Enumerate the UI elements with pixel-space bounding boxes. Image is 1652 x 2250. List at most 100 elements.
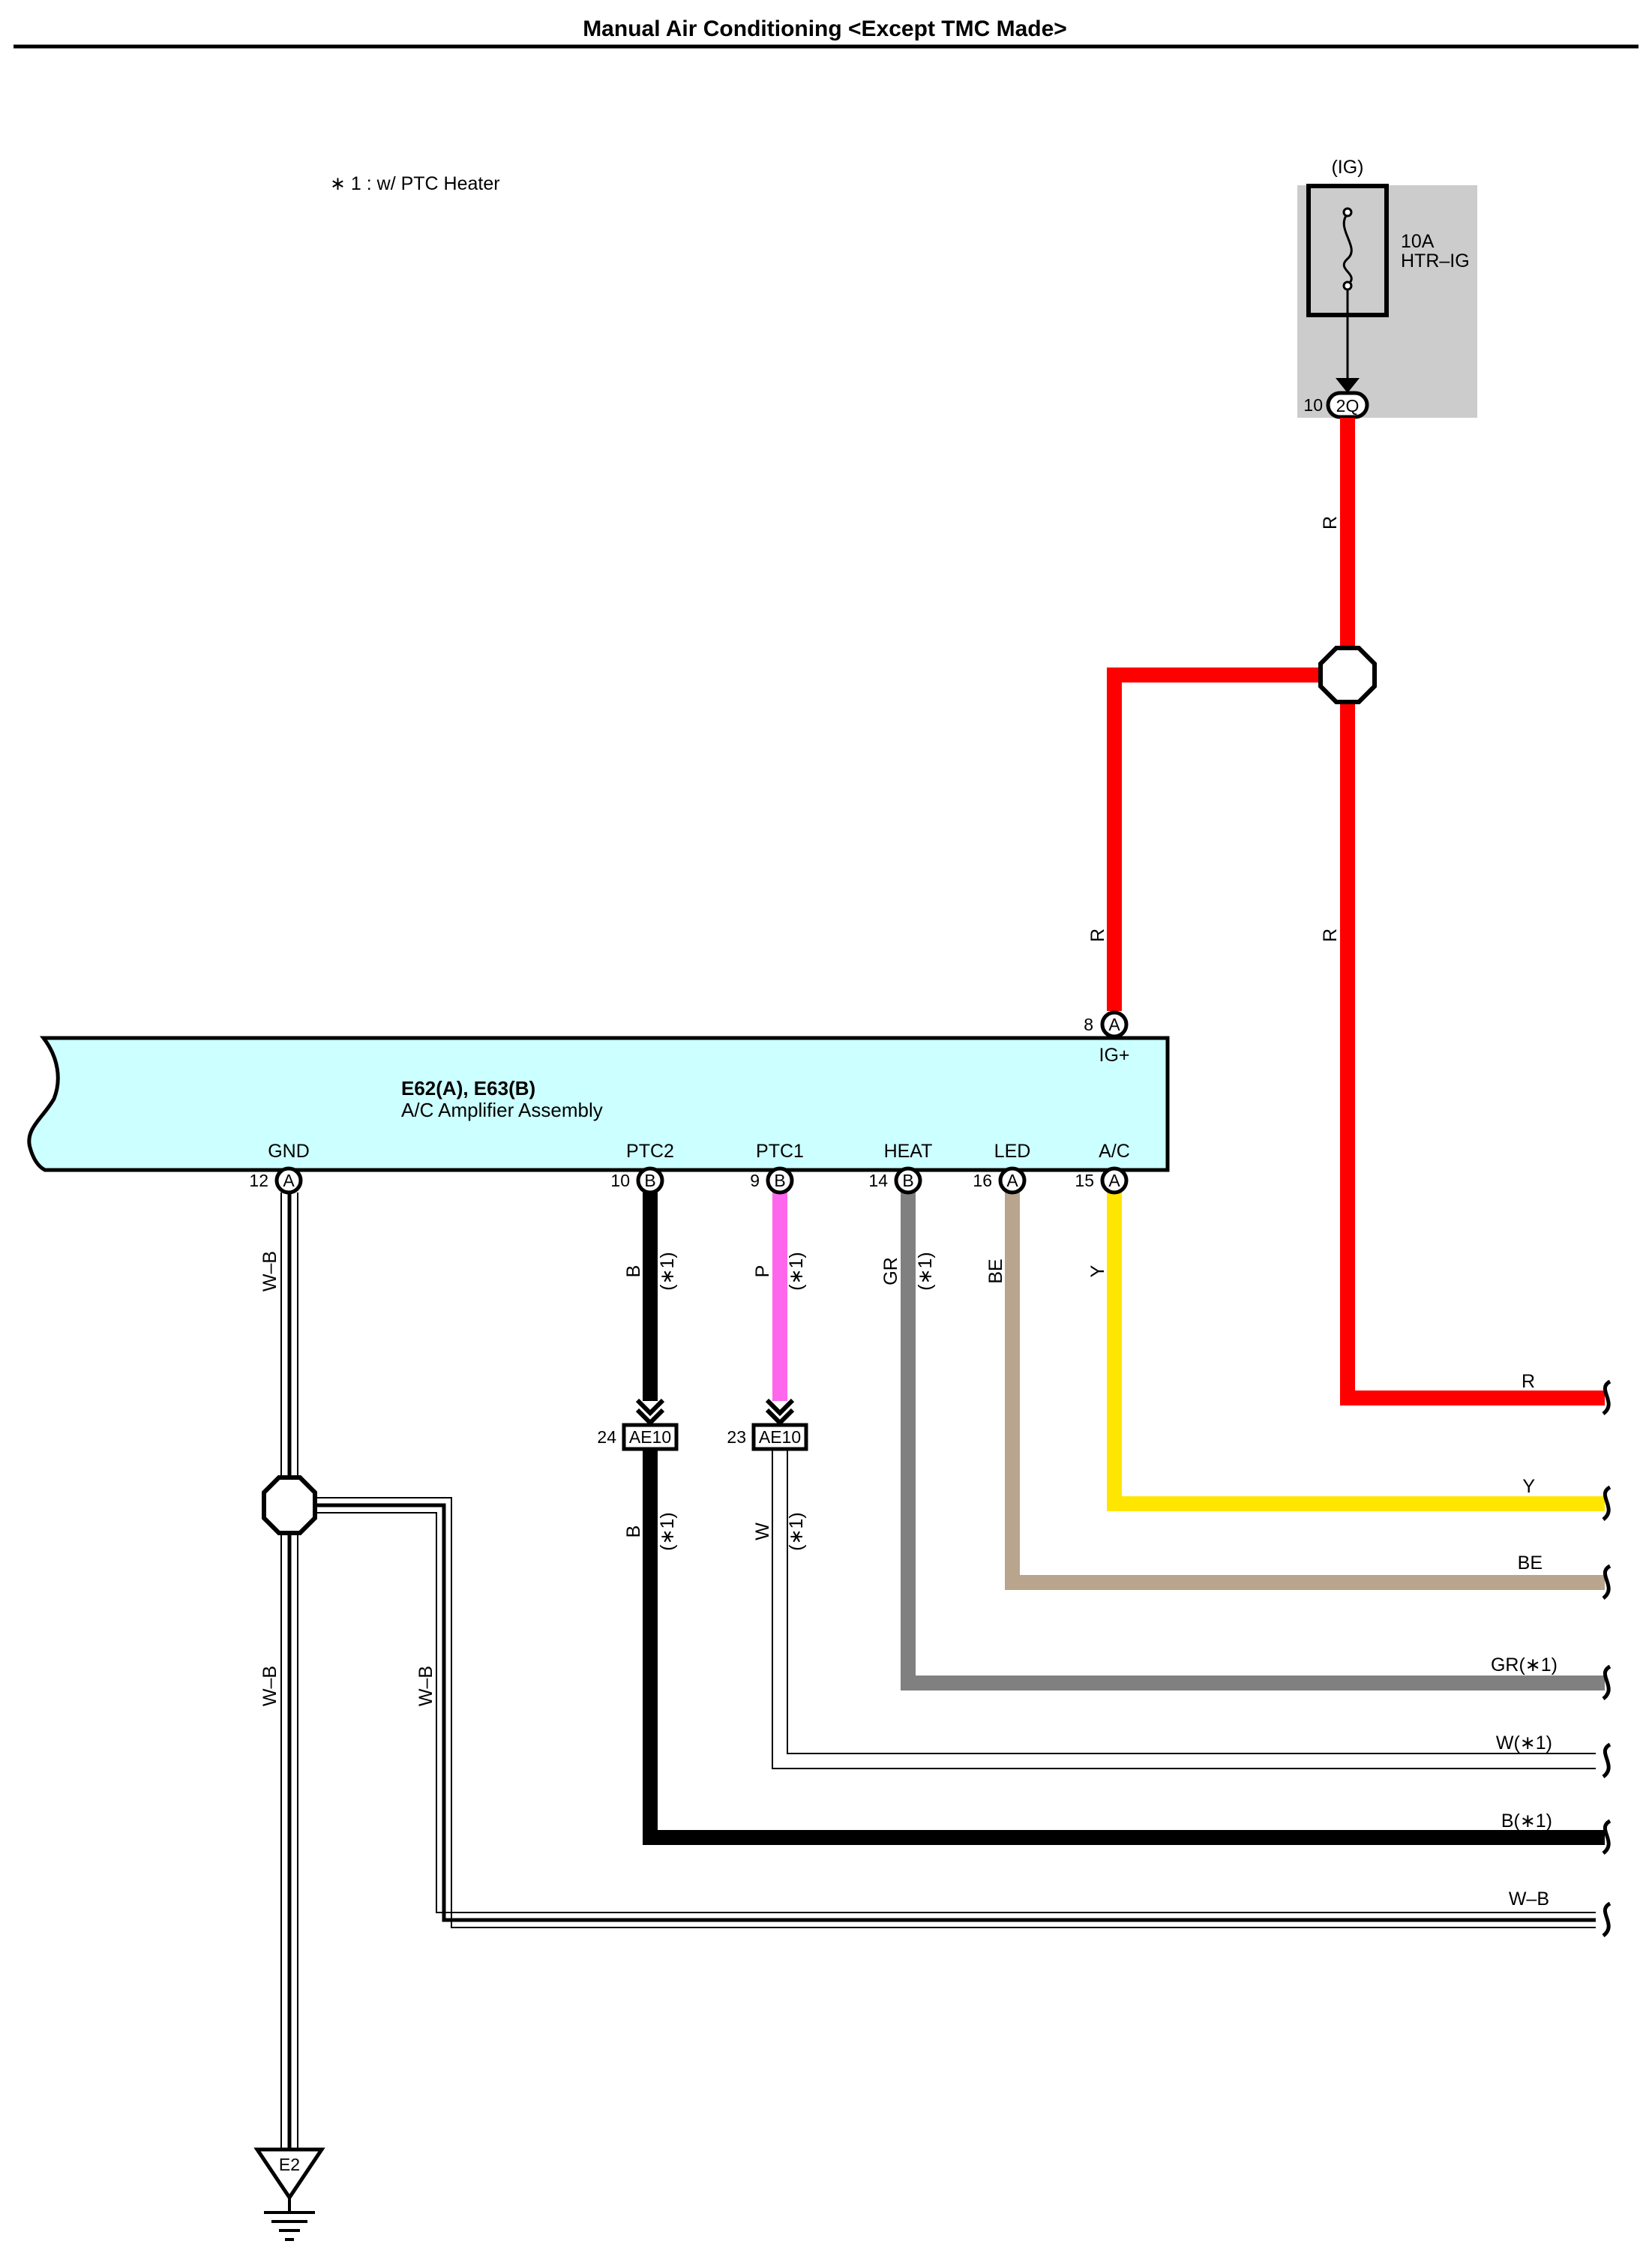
- wire-label-ptc1-lower-option: (∗1): [786, 1512, 807, 1551]
- junction-ae10-23-pin: 23: [727, 1427, 746, 1447]
- break-icon-be: [1602, 1564, 1612, 1600]
- pin-led-number: 16: [973, 1171, 992, 1190]
- amplifier-bottom-pins: 12 A 10 B 9 B 14 B 16 A 15 A: [249, 1166, 1129, 1195]
- junction-connector-ae10-23: AE10 23: [727, 1398, 808, 1451]
- wire-label-ptc1-lower: W: [752, 1522, 773, 1540]
- fuse-block: (IG) 10A HTR–IG 10 2Q: [1297, 157, 1477, 419]
- fuse-out-connector-label: 2Q: [1336, 396, 1360, 416]
- output-label-w: W(∗1): [1496, 1732, 1552, 1754]
- amplifier-connectors: E62(A), E63(B): [401, 1077, 535, 1100]
- amplifier-body: [27, 1036, 1170, 1172]
- continuation-marks: [1602, 1379, 1612, 1937]
- splice-node-red: [1318, 646, 1377, 704]
- wire-label-ptc2-upper-option: (∗1): [657, 1252, 678, 1291]
- pin-heat-number: 14: [868, 1171, 888, 1190]
- pin-ac-connector: A: [1108, 1171, 1120, 1190]
- wire-gnd: W–B W–B W–B: [259, 1192, 1596, 2166]
- pin-label-led: LED: [994, 1141, 1031, 1162]
- pin-label-ac: A/C: [1099, 1141, 1130, 1162]
- ac-amplifier-assembly: E62(A), E63(B) A/C Amplifier Assembly IG…: [27, 1010, 1170, 1172]
- ground-triangle: [253, 2147, 325, 2201]
- pin-label-heat: HEAT: [884, 1141, 933, 1162]
- junction-ae10-24-pin: 24: [597, 1427, 616, 1447]
- output-label-wb: W–B: [1509, 1888, 1549, 1910]
- wire-heat: GR (∗1): [880, 1192, 1605, 1690]
- splice-node-gnd: [262, 1475, 317, 1535]
- wire-label-ig-branch: R: [1087, 928, 1108, 942]
- junction-ae10-23-name: AE10: [759, 1427, 801, 1447]
- pin-led-connector: A: [1006, 1171, 1018, 1190]
- pin-ptc1-number: 9: [750, 1171, 760, 1190]
- wire-label-heat: GR: [880, 1257, 901, 1286]
- wire-label-main-down: R: [1320, 928, 1341, 942]
- fuse-rating: 10A: [1401, 231, 1435, 252]
- pin-heat-connector: B: [902, 1171, 913, 1190]
- pin-heat: 14 B: [868, 1166, 922, 1195]
- wire-label-ptc2-lower-option: (∗1): [657, 1512, 678, 1551]
- fuse-out-pin-number: 10: [1303, 395, 1323, 415]
- junction-ae10-24-name: AE10: [629, 1427, 671, 1447]
- pin-ptc2-connector: B: [644, 1171, 655, 1190]
- wire-ac: Y: [1087, 1192, 1605, 1511]
- wire-label-gnd: W–B: [259, 1251, 280, 1292]
- wire-label-gnd-branch: W–B: [415, 1666, 436, 1706]
- pin-ptc2: 10 B: [610, 1166, 664, 1195]
- output-label-y: Y: [1522, 1476, 1535, 1497]
- wire-label-ptc2-lower: B: [623, 1526, 644, 1538]
- wire-label-heat-option: (∗1): [915, 1252, 936, 1291]
- wire-led: BE: [985, 1192, 1605, 1590]
- break-icon-wb: [1602, 1901, 1612, 1937]
- fuse-terminal-top: [1342, 207, 1353, 218]
- arrow-down-icon: [1336, 378, 1360, 393]
- break-icon-gr: [1602, 1664, 1612, 1700]
- pin-label-gnd: GND: [268, 1141, 310, 1162]
- pin-ptc1: 9 B: [750, 1166, 794, 1195]
- fuse-icon: [1342, 213, 1353, 286]
- wire-label-ptc2-upper: B: [623, 1265, 644, 1278]
- pin-number-ig: 8: [1084, 1015, 1093, 1034]
- fuse-supply-label: (IG): [1331, 157, 1363, 178]
- wire-ptc2: B (∗1) B (∗1): [623, 1192, 1605, 1845]
- break-icon-r: [1602, 1379, 1612, 1415]
- option-note: ∗ 1 : w/ PTC Heater: [330, 173, 500, 194]
- pin-label-ptc1: PTC1: [756, 1141, 804, 1162]
- wire-label-fuse-out: R: [1320, 516, 1341, 530]
- wire-label-ac: Y: [1087, 1264, 1108, 1277]
- pin-ptc1-connector: B: [774, 1171, 785, 1190]
- break-icon-w: [1602, 1742, 1612, 1778]
- wire-label-ptc1-upper-option: (∗1): [786, 1252, 807, 1291]
- pin-ig-connector-letter: A: [1108, 1015, 1120, 1034]
- diagram-title: Manual Air Conditioning <Except TMC Made…: [583, 16, 1067, 41]
- output-label-be: BE: [1518, 1552, 1543, 1574]
- output-label-r: R: [1522, 1371, 1535, 1392]
- pin-led: 16 A: [973, 1166, 1027, 1195]
- output-label-gr: GR(∗1): [1491, 1654, 1558, 1676]
- fuse-name: HTR–IG: [1401, 250, 1470, 272]
- ground-e2: E2: [253, 2147, 325, 2241]
- junction-connector-ae10-24: AE10 24: [597, 1398, 679, 1451]
- pin-gnd: 12 A: [249, 1166, 303, 1195]
- pin-label-ig: IG+: [1099, 1045, 1130, 1066]
- pin-ac: 15 A: [1075, 1166, 1129, 1195]
- wire-label-ptc1-upper: P: [752, 1265, 773, 1278]
- wire-label-gnd-lower: W–B: [259, 1666, 280, 1706]
- wire-label-led: BE: [985, 1258, 1006, 1283]
- pin-gnd-connector: A: [283, 1171, 295, 1190]
- ground-label: E2: [279, 2155, 300, 2174]
- fuse-terminal-bottom: [1342, 280, 1353, 291]
- fuse-out-connector: [1326, 391, 1369, 419]
- red-wires: R R R: [1087, 418, 1605, 1406]
- pin-ptc2-number: 10: [610, 1171, 630, 1190]
- break-icon-y: [1602, 1485, 1612, 1521]
- ground-icon: [264, 2211, 315, 2241]
- output-labels: R Y BE GR(∗1) W(∗1) B(∗1) W–B: [1491, 1371, 1558, 1910]
- pin-ac-number: 15: [1075, 1171, 1094, 1190]
- amplifier-name: A/C Amplifier Assembly: [401, 1099, 603, 1121]
- output-label-b: B(∗1): [1501, 1810, 1552, 1832]
- pin-label-ptc2: PTC2: [626, 1141, 674, 1162]
- pin-ig-connector: [1100, 1010, 1129, 1039]
- pin-gnd-number: 12: [249, 1171, 268, 1190]
- wire-ptc1: P (∗1) W (∗1): [752, 1192, 1596, 1769]
- break-icon-b: [1602, 1819, 1612, 1855]
